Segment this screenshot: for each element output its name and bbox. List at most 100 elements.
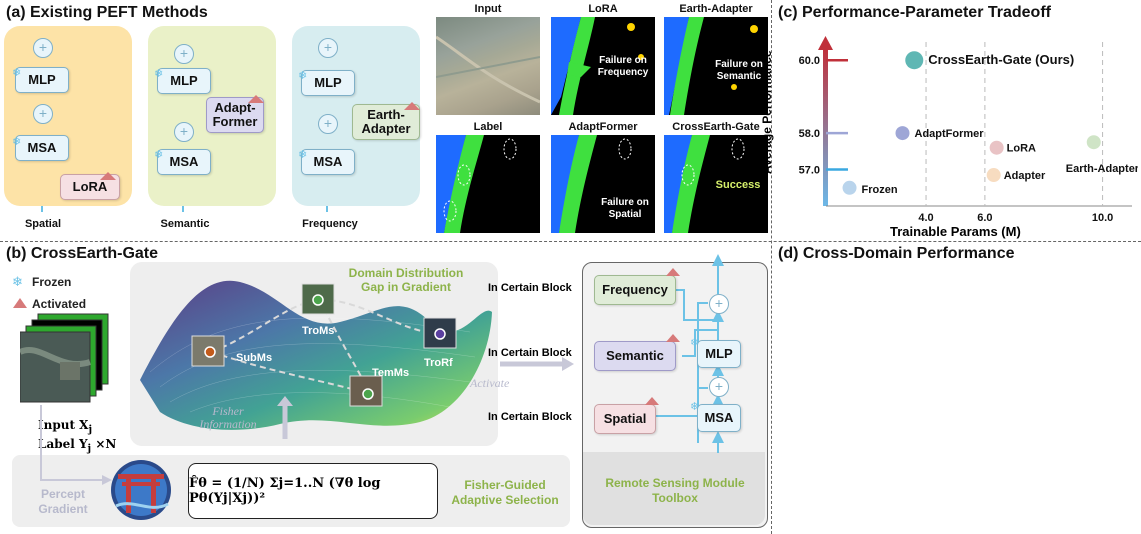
toolbox-caption: Remote Sensing Module Toolbox <box>605 476 745 505</box>
seg-label-adaptformer: AdaptFormer <box>568 121 638 133</box>
scatter-point <box>986 168 1001 183</box>
snowflake-icon: ❄ ❄ ❄ ❄ ❄ ❄ <box>12 66 307 161</box>
earth-adapter-seg-map: Failure on Semantic <box>664 17 768 115</box>
toolbox-frequency: Frequency <box>594 275 676 305</box>
y-tick-label: 57.0 <box>799 165 820 177</box>
svg-text:❄: ❄ <box>690 336 699 349</box>
add-node: + <box>318 38 338 58</box>
input-sub: j <box>88 424 93 436</box>
input-label-block: Input Xj Label Yj ×N <box>38 418 116 457</box>
y-tick-label: 58.0 <box>799 128 820 140</box>
activated-triangle-icon <box>666 268 680 276</box>
scatter-point-label: AdaptFormer <box>915 128 985 140</box>
semantic-caption: Semantic <box>160 218 210 230</box>
x-tick-label: 6.0 <box>977 212 992 224</box>
semantic-msa-block: MSA <box>157 149 211 175</box>
domain-troMs: TroMs <box>302 325 335 337</box>
adaptformer-failure-note: Failure on Spatial <box>601 197 649 220</box>
spatial-mlp-block: MLP <box>15 67 69 93</box>
add-node: + <box>318 114 338 134</box>
domain-temMs: TemMs <box>372 367 410 379</box>
svg-text:❄: ❄ <box>298 148 307 161</box>
y-tick-label: 60.0 <box>799 55 820 67</box>
add-node: + <box>174 122 194 142</box>
semantic-mlp-block: MLP <box>157 68 211 94</box>
svg-text:❄: ❄ <box>298 69 307 82</box>
certain-block-label: In Certain Block <box>488 411 572 423</box>
activated-triangle-icon <box>100 172 116 180</box>
lora-seg-map: Failure on Frequency <box>551 17 655 115</box>
toolbox-icons: ❄ ❄ <box>645 268 699 413</box>
scatter-point <box>895 126 910 141</box>
add-node: + <box>33 104 53 124</box>
fisher-selection-label: Fisher-Guided Adaptive Selection <box>451 478 559 507</box>
scatter-point-label: Adapter <box>1004 170 1046 182</box>
label-seg-map <box>436 135 540 233</box>
input-image-stack <box>20 313 109 403</box>
percept-gradient-label: Percept Gradient <box>38 487 88 516</box>
seg-label-input: Input <box>474 3 502 15</box>
crossearth-gate-seg-map: Success <box>664 135 768 233</box>
scatter-point-label: CrossEarth-Gate (Ours) <box>928 52 1074 67</box>
legend-frozen: Frozen <box>32 275 72 289</box>
frequency-msa-block: MSA <box>301 149 355 175</box>
activate-arrow <box>500 357 574 371</box>
svg-text:❄: ❄ <box>12 66 21 79</box>
lora-block: LoRA <box>60 174 120 200</box>
y-axis-label: Average Performance <box>760 50 774 174</box>
seg-label-lora: LoRA <box>588 3 618 15</box>
domain-troRf: TroRf <box>424 357 453 369</box>
svg-text:❄: ❄ <box>154 148 163 161</box>
section-d-title: (d) Cross-Domain Performance <box>778 245 1015 262</box>
x-axis-label: Trainable Params (M) <box>890 224 1021 239</box>
section-b-title: (b) CrossEarth-Gate <box>6 245 159 262</box>
spatial-msa-block: MSA <box>15 135 69 161</box>
lora-failure-note: Failure on Frequency <box>597 55 649 78</box>
fisher-formula: F̂θ = (1/N) Σj=1..N (∇θ log Pθ(Yj|Xj))² <box>188 463 438 519</box>
domain-submS: SubMs <box>236 352 273 364</box>
activated-triangle-icon <box>404 102 420 110</box>
tradeoff-chart: 4.0 6.0 10.0 60.0 58.0 57.0 CrossEarth-Gate (O… <box>799 36 1138 224</box>
scatter-point <box>1086 135 1101 150</box>
input-image <box>436 17 540 115</box>
scatter-point <box>989 140 1004 155</box>
activated-triangle-icon <box>666 334 680 342</box>
y-axis-bar <box>823 48 828 206</box>
scatter-point-label: Earth-Adapter <box>1066 163 1138 175</box>
section-c-title: (c) Performance-Parameter Tradeoff <box>778 4 1051 21</box>
seg-label-crossearth-gate: CrossEarth-Gate <box>672 121 760 133</box>
gate-logo <box>111 460 171 520</box>
add-node: + <box>174 44 194 64</box>
x-tick-label: 4.0 <box>918 212 933 224</box>
frequency-caption: Frequency <box>302 218 358 230</box>
toolbox-msa: MSA <box>697 404 741 432</box>
snowflake-icon: ❄ <box>12 274 23 289</box>
earth-adapter-failure-note: Failure on Semantic <box>715 59 763 82</box>
certain-block-label: In Certain Block <box>488 347 572 359</box>
peft-icons: ❄ ❄ ❄ ❄ ❄ ❄ <box>12 66 420 180</box>
toolbox-mlp: MLP <box>697 340 741 368</box>
fisher-info-label: Fisher Information <box>199 404 257 431</box>
toolbox-spatial: Spatial <box>594 404 656 434</box>
seg-label-earth-adapter: Earth-Adapter <box>679 3 753 15</box>
gradient-landscape <box>140 280 492 439</box>
activate-label: Activate <box>470 376 510 390</box>
label-sub: j <box>87 443 92 455</box>
toolbox-footer <box>583 452 765 525</box>
section-a-title: (a) Existing PEFT Methods <box>6 4 208 21</box>
x-tick-label: 10.0 <box>1092 212 1113 224</box>
triangle-icon <box>13 298 27 308</box>
spatial-caption: Spatial <box>24 218 62 230</box>
add-node: + <box>33 38 53 58</box>
svg-text:❄: ❄ <box>690 400 699 413</box>
label-text: Label Y <box>38 437 88 452</box>
scatter-point-label: LoRA <box>1007 143 1036 155</box>
adaptformer-block: Adapt-Former <box>206 97 264 133</box>
y-axis-arrow <box>818 36 833 50</box>
vertical-divider <box>771 0 772 534</box>
seg-label-label: Label <box>473 121 503 133</box>
scatter-point <box>905 51 924 70</box>
landscape-title: Domain Distribution Gap in Gradient <box>348 266 464 294</box>
add-node: + <box>709 377 729 397</box>
scatter-point-label: Frozen <box>862 184 898 196</box>
